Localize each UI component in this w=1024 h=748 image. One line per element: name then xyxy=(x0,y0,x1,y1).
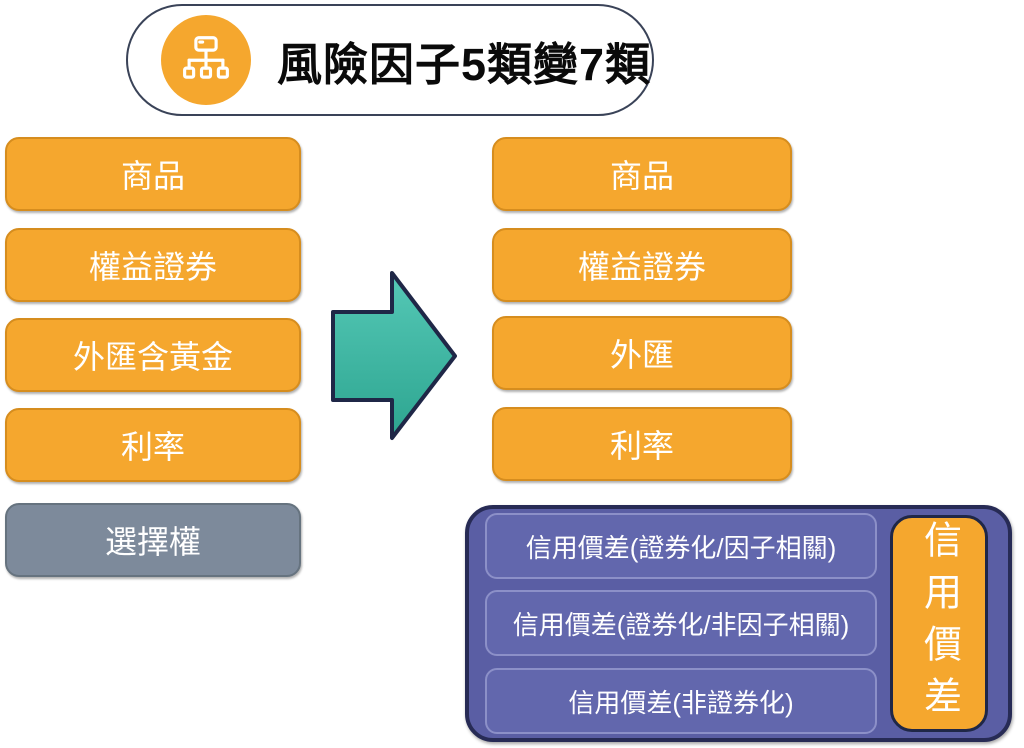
left-item-fx-gold: 外匯含黃金 xyxy=(5,318,301,392)
left-item-options: 選擇權 xyxy=(5,503,301,577)
transform-arrow xyxy=(328,268,460,444)
left-item-equity: 權益證券 xyxy=(5,228,301,302)
credit-row-securitized-correlated: 信用價差(證券化/因子相關) xyxy=(485,513,877,579)
right-item-equity: 權益證券 xyxy=(492,228,792,302)
left-item-fx-gold-label: 外匯含黃金 xyxy=(72,339,233,375)
left-item-options-label: 選擇權 xyxy=(104,524,201,560)
org-chart-icon xyxy=(179,31,233,90)
credit-row-securitized-correlated-label: 信用價差(證券化/因子相關) xyxy=(525,532,837,563)
page-title: 風險因子5類變7類 xyxy=(277,38,652,90)
right-item-commodity: 商品 xyxy=(492,137,792,211)
right-item-interest-rate-label: 利率 xyxy=(609,428,674,464)
credit-row-securitized-noncorrelated: 信用價差(證券化/非因子相關) xyxy=(485,590,877,656)
credit-row-nonsecuritized: 信用價差(非證券化) xyxy=(485,668,877,734)
left-item-commodity: 商品 xyxy=(5,137,301,211)
credit-row-nonsecuritized-label: 信用價差(非證券化) xyxy=(568,687,794,718)
header-pill: 風險因子5類變7類 xyxy=(126,4,654,116)
left-item-commodity-label: 商品 xyxy=(120,158,185,194)
right-item-commodity-label: 商品 xyxy=(609,158,674,194)
credit-row-securitized-noncorrelated-label: 信用價差(證券化/非因子相關) xyxy=(512,609,850,640)
right-item-interest-rate: 利率 xyxy=(492,407,792,481)
header-icon-badge xyxy=(161,15,251,105)
left-item-interest-rate-label: 利率 xyxy=(120,429,185,465)
right-arrow-icon xyxy=(331,271,457,440)
credit-spread-panel: 信用價差(證券化/因子相關) 信用價差(證券化/非因子相關) 信用價差(非證券化… xyxy=(465,505,1012,742)
right-item-equity-label: 權益證券 xyxy=(577,249,706,285)
left-item-equity-label: 權益證券 xyxy=(88,249,217,285)
right-item-fx-label: 外匯 xyxy=(609,337,674,373)
credit-spread-side-label: 信用價差 xyxy=(890,515,988,732)
left-item-interest-rate: 利率 xyxy=(5,408,301,482)
right-item-fx: 外匯 xyxy=(492,316,792,390)
